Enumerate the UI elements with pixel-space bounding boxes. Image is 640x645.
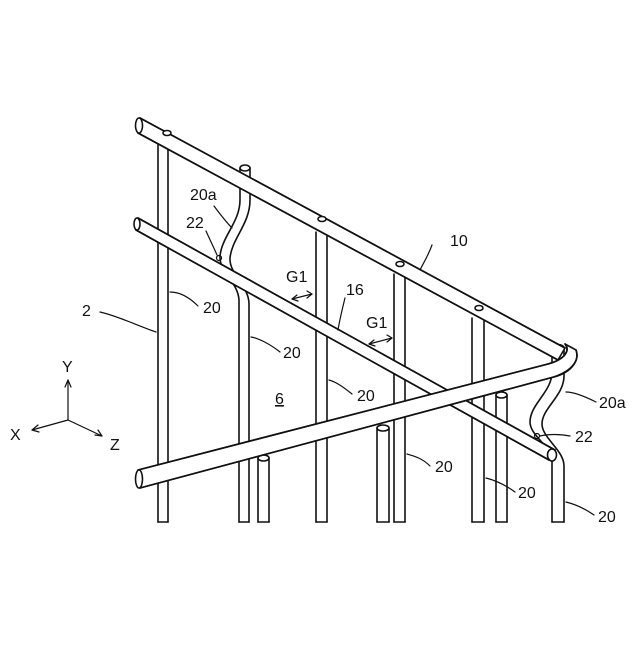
lower-front-wire <box>136 344 577 488</box>
axis-label-x: X <box>10 427 21 444</box>
label-wire: 20 <box>598 509 616 526</box>
axis-label-z: Z <box>110 437 120 454</box>
label-wire: 20 <box>435 459 453 476</box>
label-gap: G1 <box>286 269 307 286</box>
vertical-wire-short <box>377 425 389 522</box>
label-wire: 20 <box>283 345 301 362</box>
label-panel: 2 <box>82 303 91 320</box>
vertical-wire <box>394 270 405 522</box>
axis-indicator <box>32 380 102 436</box>
label-wire: 20 <box>357 388 375 405</box>
label-wire: 20 <box>518 485 536 502</box>
label-gap: G1 <box>366 315 387 332</box>
label-bent-wire: 20a <box>599 395 626 412</box>
vertical-wire <box>316 226 327 522</box>
label-wire: 20 <box>203 300 221 317</box>
vertical-wire-short <box>258 455 269 522</box>
label-bent-wire: 20a <box>190 187 217 204</box>
label-bend: 22 <box>186 215 204 232</box>
label-mesh-area: 6 <box>275 391 284 408</box>
label-rail-mid: 16 <box>346 282 364 299</box>
vertical-wire-short <box>496 392 507 522</box>
label-rail-top: 10 <box>450 233 468 250</box>
label-bend: 22 <box>575 429 593 446</box>
axis-label-y: Y <box>62 359 73 376</box>
upper-horizontal-wire <box>136 118 566 360</box>
